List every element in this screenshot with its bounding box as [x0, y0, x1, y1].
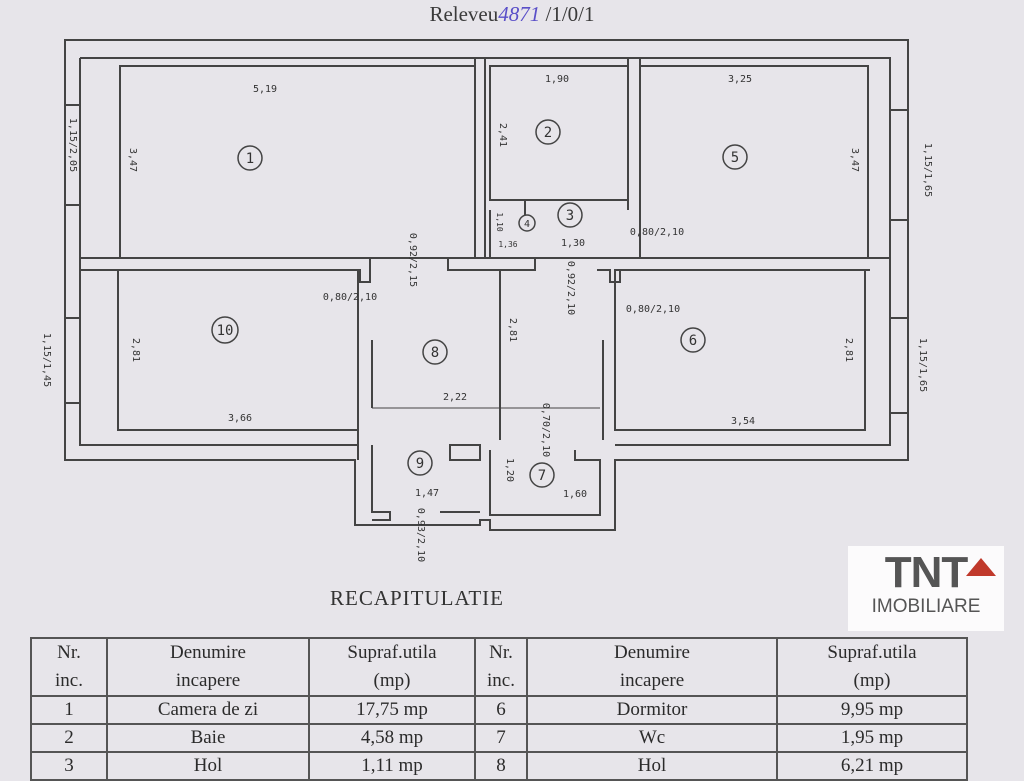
title-suffix: /1/0/1	[545, 2, 595, 26]
cell: 4,58 mp	[308, 723, 476, 753]
cell: Hol	[526, 751, 778, 781]
title-handwritten-number: 4871	[498, 2, 541, 26]
title-prefix: Releveu	[429, 2, 499, 26]
room-7-label: 7	[538, 468, 546, 484]
window-dim: 1,15/1,65	[922, 143, 933, 197]
cell: Dormitor	[526, 695, 778, 725]
cell: 6	[474, 695, 528, 725]
window-dim: 1,15/1,45	[41, 333, 52, 387]
cell: 2	[30, 723, 108, 753]
room-2-label: 2	[544, 125, 552, 141]
header-area: Supraf.utila(mp)	[308, 637, 476, 697]
cell: 1	[30, 695, 108, 725]
dim: 3,47	[127, 148, 138, 172]
door-dim: 0,80/2,10	[630, 227, 684, 238]
cell: Baie	[106, 723, 310, 753]
dim: 3,25	[728, 74, 752, 85]
header-nr: Nr.inc.	[474, 637, 528, 697]
dim: 3,54	[731, 416, 755, 427]
room-6-label: 6	[689, 333, 697, 349]
header-nr: Nr.inc.	[30, 637, 108, 697]
dim: 5,19	[253, 84, 277, 95]
recap-heading: RECAPITULATIE	[330, 586, 504, 610]
brand-logo: TNT IMOBILIARE	[848, 546, 1004, 631]
dim: 1,30	[561, 238, 585, 249]
cell: 1,95 mp	[776, 723, 968, 753]
cell: 17,75 mp	[308, 695, 476, 725]
door-dim: 0,70/2,10	[540, 403, 551, 457]
room-5-label: 5	[731, 150, 739, 166]
dim: 2,41	[497, 123, 508, 147]
cell: Camera de zi	[106, 695, 310, 725]
dim: 1,36	[498, 240, 517, 249]
room-3-label: 3	[566, 208, 574, 224]
dim: 2,22	[443, 392, 467, 403]
dim: 3,47	[849, 148, 860, 172]
dim: 1,47	[415, 488, 439, 499]
logo-brand: TNT	[884, 548, 969, 597]
door-dim: 0,80/2,10	[626, 304, 680, 315]
logo-subtitle: IMOBILIARE	[871, 596, 981, 617]
house-roof-icon	[966, 558, 996, 576]
cell: 3	[30, 751, 108, 781]
door-dim: 0,92/2,10	[565, 261, 576, 315]
room-8-label: 8	[431, 345, 439, 361]
cell: 7	[474, 723, 528, 753]
cell: 1,11 mp	[308, 751, 476, 781]
floor-plan: 1 2 3 4 5 6 7 8 9 10 5,19 1,90 3,25 3,47…	[41, 39, 933, 562]
door-dim: 0,92/2,15	[407, 233, 418, 287]
dim: 3,66	[228, 413, 252, 424]
header-area: Supraf.utila(mp)	[776, 637, 968, 697]
room-4-label: 4	[524, 219, 530, 230]
door-dim: 0,80/2,10	[323, 292, 377, 303]
cell: 8	[474, 751, 528, 781]
plan-title: Releveu4871 /1/0/1	[0, 2, 1024, 27]
room-1-label: 1	[246, 151, 254, 167]
room-10-label: 10	[217, 323, 234, 339]
window-dim: 1,15/2,05	[67, 118, 78, 172]
dim: 2,81	[507, 318, 518, 342]
dim: 1,10	[495, 212, 504, 231]
dim: 2,81	[843, 338, 854, 362]
dim: 1,90	[545, 74, 569, 85]
cell: Hol	[106, 751, 310, 781]
room-9-label: 9	[416, 456, 424, 472]
door-dim: 0,93/2,10	[415, 508, 426, 562]
dim: 1,60	[563, 489, 587, 500]
cell: 6,21 mp	[776, 751, 968, 781]
cell: Wc	[526, 723, 778, 753]
cell: 9,95 mp	[776, 695, 968, 725]
window-dim: 1,15/1,65	[917, 338, 928, 392]
dim: 2,81	[130, 338, 141, 362]
dim: 1,20	[504, 458, 515, 482]
